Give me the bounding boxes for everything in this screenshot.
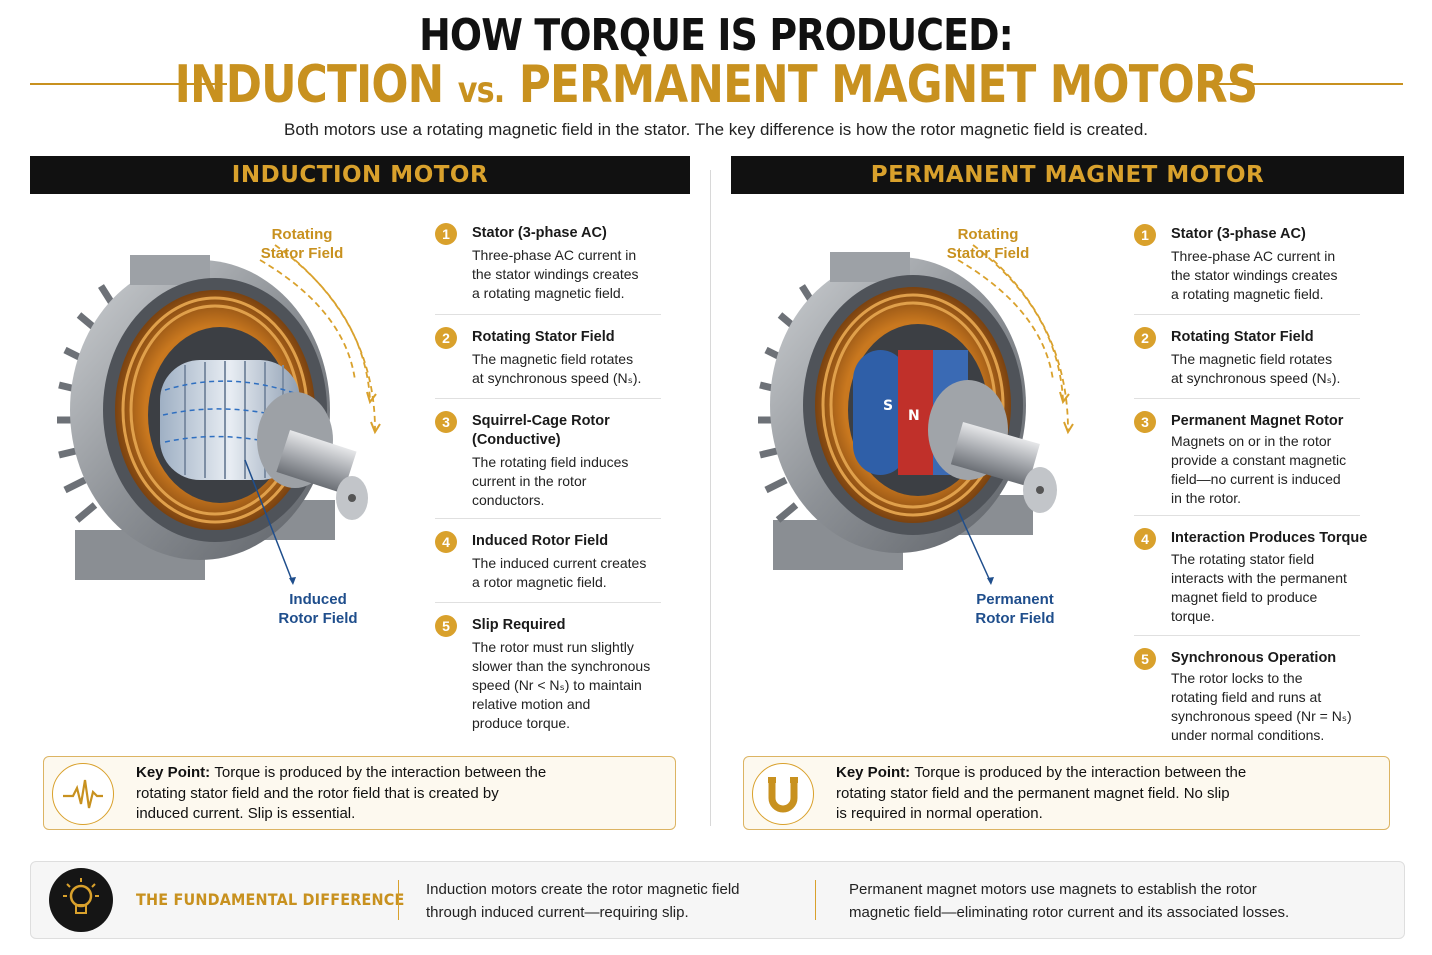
panel-divider: [710, 170, 711, 826]
permanent-field-pointer: [957, 509, 992, 584]
bottom-separator: [398, 880, 399, 920]
pm-step-3: 3 Permanent Magnet Rotor Magnets on or i…: [1134, 411, 1374, 511]
induction-step-3: 3 Squirrel-Cage Rotor(Conductive) The ro…: [435, 411, 665, 511]
south-pole-label: S: [883, 398, 893, 414]
page-subtitle-heading: INDUCTION vs. PERMANENT MAGNET MOTORS: [115, 55, 1318, 115]
pm-step-5: 5 Synchronous Operation The rotor locks …: [1134, 648, 1374, 748]
pm-heading: PERMANENT MAGNET MOTOR: [731, 156, 1404, 194]
title-rule-right: [1212, 83, 1403, 85]
pm-step-2: 2 Rotating Stator Field The magnetic fie…: [1134, 327, 1374, 397]
title-rule-left: [30, 83, 227, 85]
induction-heading: INDUCTION MOTOR: [30, 156, 690, 194]
title-vs: vs.: [457, 70, 506, 111]
page-title: HOW TORQUE IS PRODUCED:: [419, 10, 1014, 61]
title-induction: INDUCTION: [174, 55, 458, 115]
south-pole-magnet: [853, 350, 908, 475]
induction-panel: INDUCTION MOTOR: [30, 156, 690, 828]
intro-text: Both motors use a rotating magnetic fiel…: [284, 120, 1148, 139]
rotor-shaft: [276, 430, 357, 494]
lightbulb-icon: [49, 868, 113, 932]
induction-step-4: 4 Induced Rotor Field The induced curren…: [435, 531, 665, 601]
north-pole-label: N: [908, 408, 920, 424]
bottom-separator: [815, 880, 816, 920]
fundamental-difference-bar: THE FUNDAMENTAL DIFFERENCE Induction mot…: [30, 861, 1405, 939]
pm-motor-illustration: S N: [758, 244, 1074, 585]
bottom-pm-text: Permanent magnet motors use magnets to e…: [849, 881, 1290, 921]
induction-step-1: 1 Stator (3-phase AC) Three-phase AC cur…: [435, 223, 665, 313]
induction-step-5: 5 Slip Required The rotor must run sligh…: [435, 615, 665, 735]
waveform-icon: [52, 763, 114, 825]
fundamental-difference-label: THE FUNDAMENTAL DIFFERENCE: [136, 890, 405, 909]
induction-step-2: 2 Rotating Stator Field The magnetic fie…: [435, 327, 665, 397]
horseshoe-magnet-icon: [752, 763, 814, 825]
pm-panel: PERMANENT MAGNET MOTOR: [731, 156, 1404, 828]
title-pm: PERMANENT MAGNET MOTORS: [504, 55, 1258, 115]
pm-rotor-shaft: [950, 422, 1040, 487]
bottom-induction-text: Induction motors create the rotor magnet…: [426, 881, 740, 921]
pm-step-1: 1 Stator (3-phase AC) Three-phase AC cur…: [1134, 224, 1374, 314]
induction-motor-illustration: [57, 244, 381, 585]
induced-field-pointer: [244, 459, 294, 584]
pm-key-point: Key Point: Torque is produced by the int…: [743, 756, 1390, 830]
induction-key-point: Key Point: Torque is produced by the int…: [43, 756, 676, 830]
pm-step-4: 4 Interaction Produces Torque The rotati…: [1134, 528, 1374, 628]
